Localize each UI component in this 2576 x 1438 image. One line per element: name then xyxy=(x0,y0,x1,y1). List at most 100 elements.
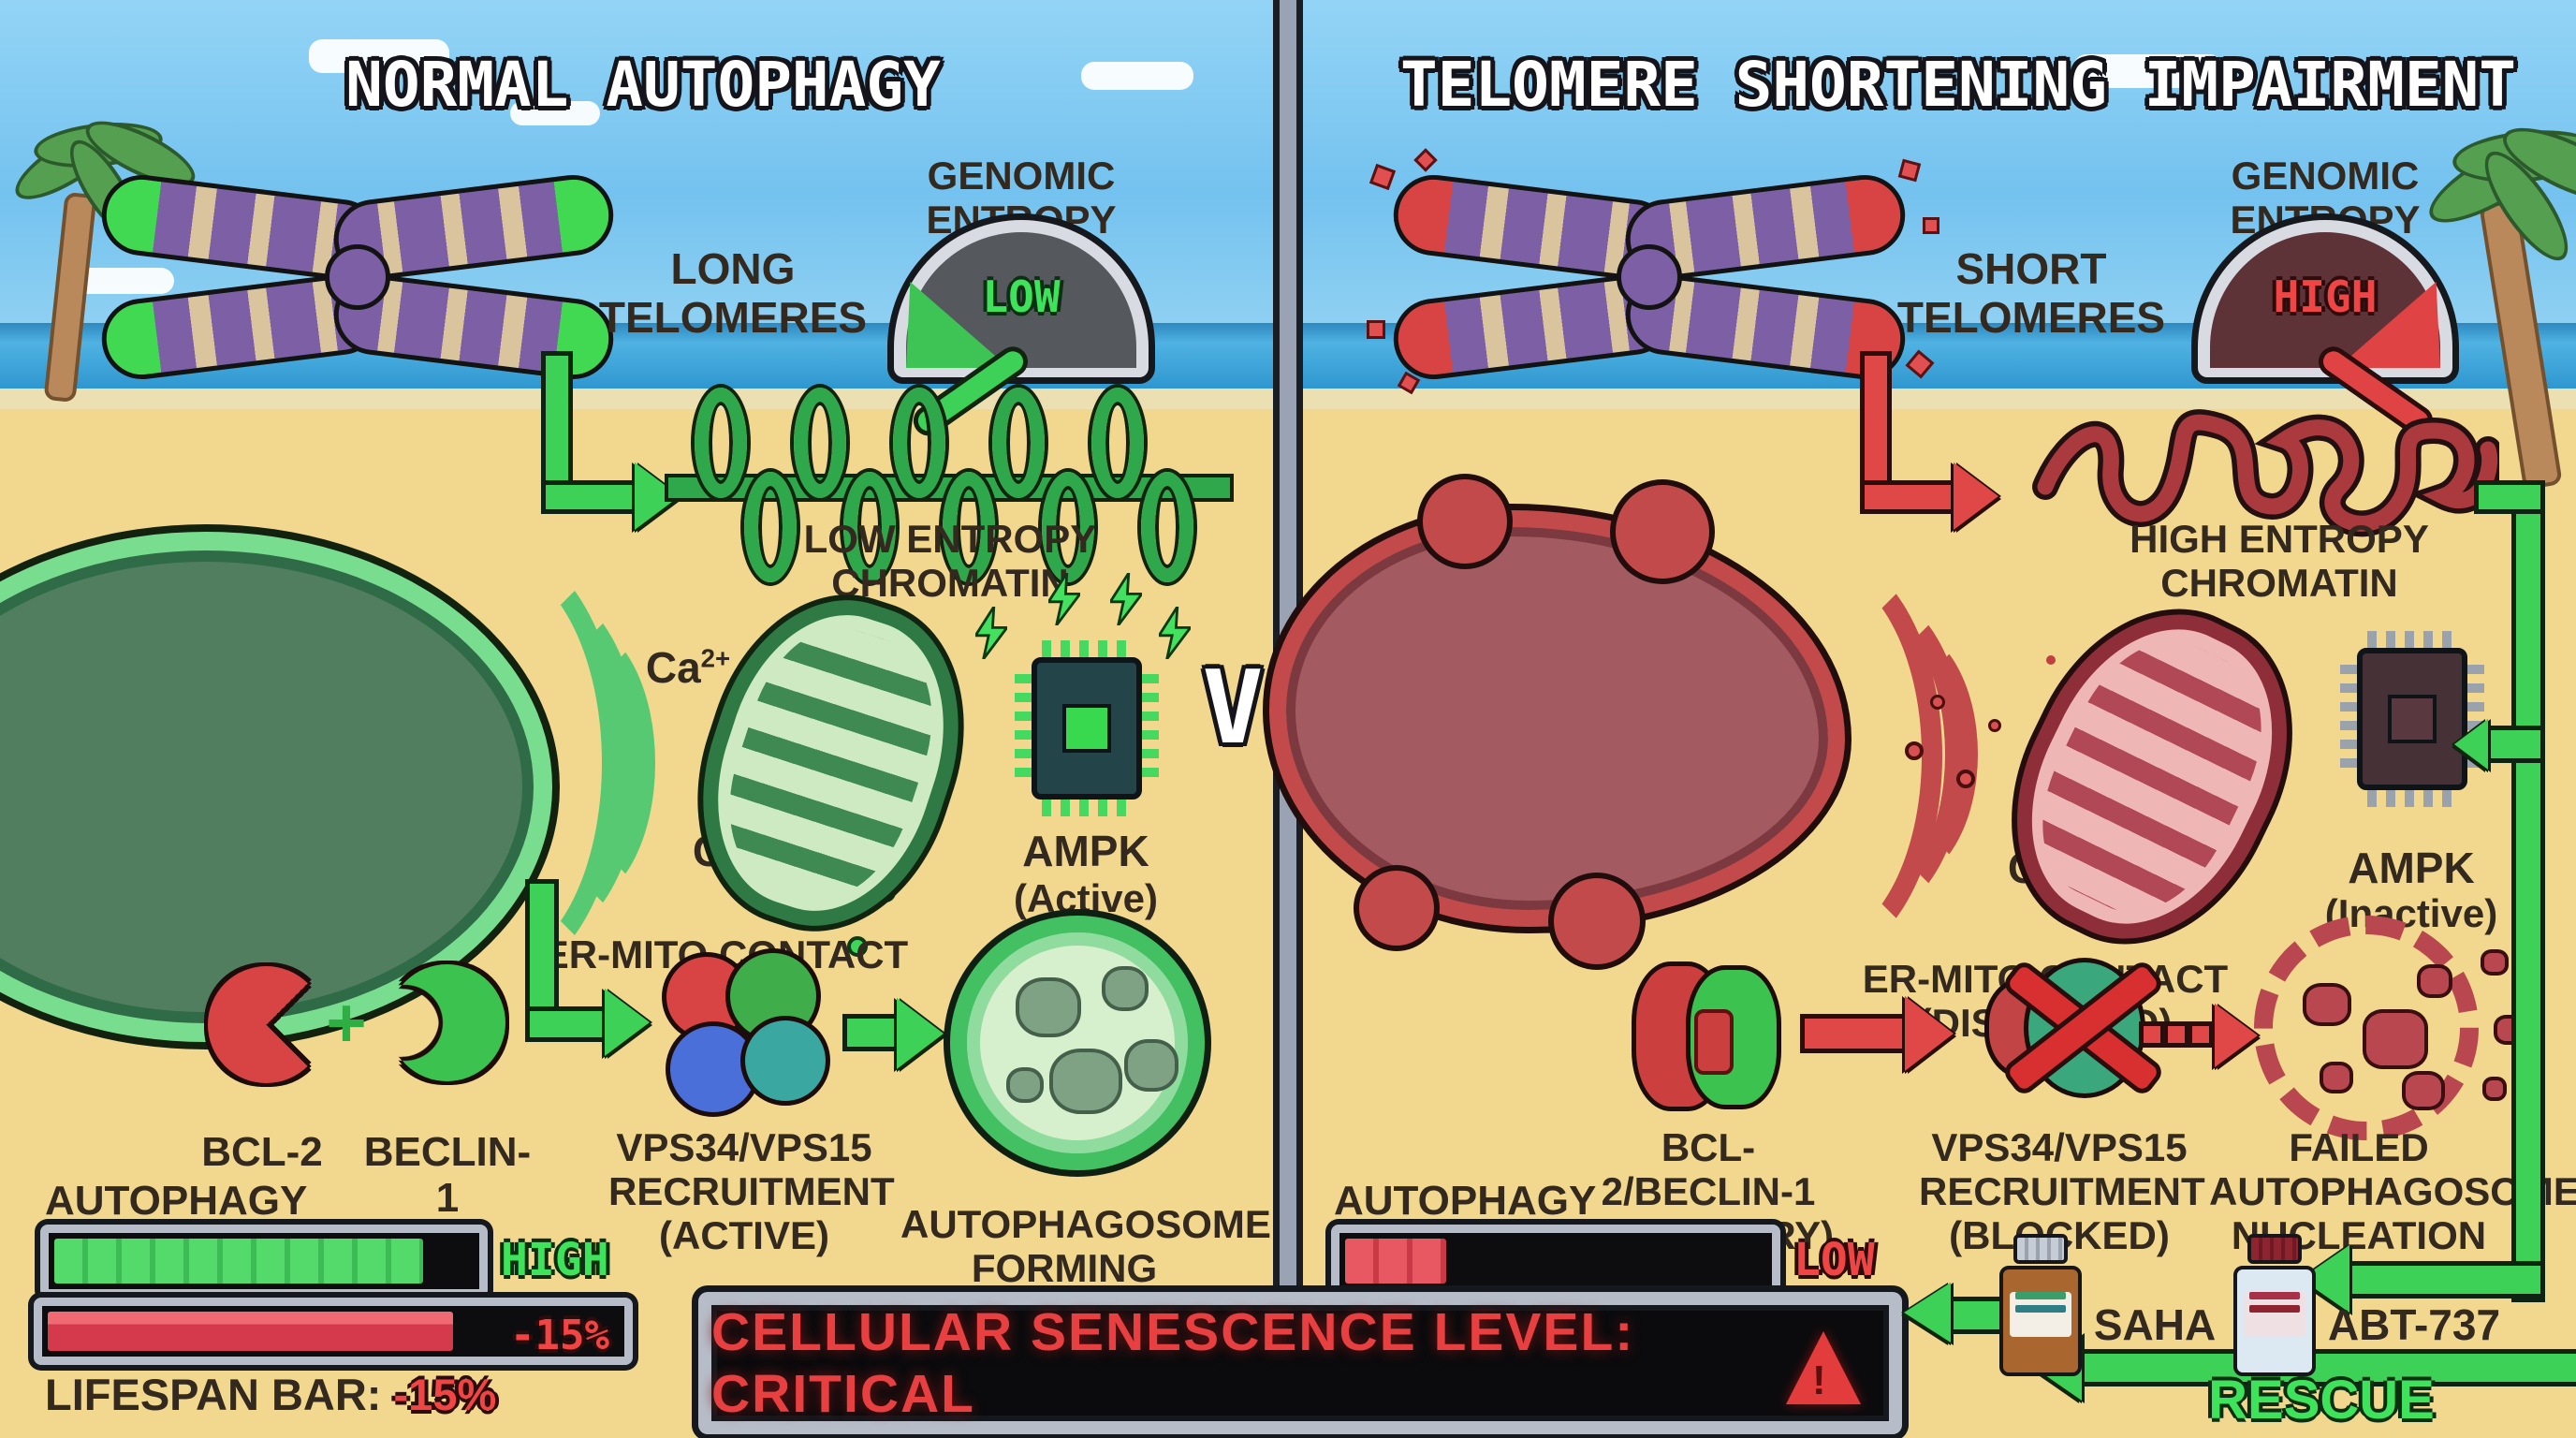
arrow-head-icon xyxy=(897,998,944,1069)
arrow-green-elbow xyxy=(546,485,639,509)
cloud xyxy=(2073,54,2223,88)
arrow-red xyxy=(1805,1019,1910,1049)
dashed-arrow-segment xyxy=(2192,1026,2209,1043)
autophagosome-label: AUTOPHAGOSOME FORMING xyxy=(900,1202,1271,1291)
arrow-head-icon xyxy=(1905,996,1954,1071)
arrow-head-icon xyxy=(605,989,650,1056)
ampk-name-label: AMPK xyxy=(1022,827,1149,875)
warning-exclamation: ! xyxy=(1812,1357,1826,1403)
calcium-ion-red xyxy=(1905,741,1924,760)
calcium-ion xyxy=(847,936,868,957)
mitochondrion-stressed xyxy=(1970,574,2334,979)
rescue-path-line xyxy=(2482,730,2540,758)
plus-sign: + xyxy=(326,984,367,1062)
autophagosome-forming xyxy=(950,916,1205,1170)
fragment xyxy=(2484,953,2505,972)
arrow-green-elbow xyxy=(546,356,568,506)
vps-complex-blocked xyxy=(1989,957,2167,1116)
chip-pins xyxy=(2340,665,2357,773)
autophagy-flux-bar-high xyxy=(40,1225,488,1298)
beclin1-label: BECLIN-1 xyxy=(363,1129,532,1222)
cargo-blob xyxy=(1053,1052,1119,1110)
chromosome-centromere xyxy=(1617,244,1682,310)
bcl2-beclin1-complex xyxy=(1636,964,1786,1109)
chromatin-loop xyxy=(893,388,945,498)
fragment xyxy=(2323,1065,2349,1090)
cargo-blob xyxy=(1010,1071,1040,1099)
arrow-red-elbow xyxy=(1865,356,1887,506)
dashed-arrow-segment xyxy=(2168,1026,2185,1043)
telomere-damage-shard xyxy=(1923,217,1939,234)
arrow-head-icon xyxy=(1904,1283,1951,1343)
lifespan-delta: -15% xyxy=(393,1370,497,1419)
rescue-path-line xyxy=(2479,485,2540,509)
bottle-label xyxy=(2244,1292,2305,1337)
ampk-chip-inactive xyxy=(2340,631,2484,807)
mitochondrion-healthy xyxy=(666,570,995,956)
bottle-cap xyxy=(2247,1234,2302,1264)
calcium-ion-red xyxy=(2046,655,2056,665)
bottle-cap xyxy=(2013,1234,2068,1264)
gauge-value-low: LOW xyxy=(982,271,1061,322)
cargo-blob xyxy=(1105,970,1145,1007)
flux-fill xyxy=(54,1239,424,1284)
arrow-head-icon xyxy=(2215,1004,2258,1067)
chip-pins xyxy=(1042,640,1132,657)
senescence-banner: CELLULAR SENESCENCE LEVEL: CRITICAL ! xyxy=(698,1292,1902,1434)
cell-bleb xyxy=(1423,479,1507,564)
rescue-path-line xyxy=(2348,1266,2540,1294)
chip-core xyxy=(1062,704,1111,753)
lightning-icon xyxy=(1159,607,1191,659)
fragment xyxy=(2366,1013,2424,1065)
gauge-value-high: HIGH xyxy=(2273,271,2378,322)
chromosome-centromere xyxy=(325,244,390,310)
cell-bleb xyxy=(1616,485,1709,579)
arrow-green-elbow xyxy=(530,1011,610,1037)
ampk-state-label: (Active) xyxy=(1013,876,1159,920)
chromatin-loop xyxy=(794,388,846,498)
low-entropy-chromatin-label: LOW ENTROPY CHROMATIN xyxy=(803,517,1097,606)
right-panel-title: TELOMERE SHORTENING IMPAIRMENT xyxy=(1399,49,2517,121)
chromatin-loop xyxy=(992,388,1045,498)
vps-active-label: VPS34/VPS15 RECRUITMENT (ACTIVE) xyxy=(608,1125,895,1258)
ampk-name-label: AMPK xyxy=(2348,844,2475,892)
chip-pins xyxy=(1142,674,1159,783)
short-telomeres-label: SHORT TELOMERES xyxy=(1896,244,2166,342)
beclin1-protein xyxy=(388,964,505,1081)
arrow-head-icon xyxy=(1954,462,1998,530)
rescue-path-line xyxy=(2516,485,2540,1298)
arrow-green-elbow xyxy=(530,884,554,1034)
chip-pins xyxy=(1042,800,1132,816)
chip-pins xyxy=(1015,674,1032,783)
chip-pins xyxy=(2367,631,2457,648)
cloud xyxy=(309,39,449,73)
bcl2-label: BCL-2 xyxy=(201,1129,323,1175)
saha-label: SAHA xyxy=(2093,1300,2217,1349)
calcium-ion-red xyxy=(1988,719,2001,732)
lightning-icon xyxy=(1110,573,1142,625)
vps-complex-active xyxy=(666,953,835,1112)
warning-triangle-shape xyxy=(1786,1331,1861,1404)
bcl2-protein xyxy=(208,966,325,1083)
ampk-chip-active xyxy=(1015,640,1159,816)
calcium-label: Ca2+ xyxy=(645,643,731,692)
chromosome-short-telomeres xyxy=(1367,148,1939,395)
bottle-label xyxy=(2010,1292,2071,1337)
left-panel-title: NORMAL AUTOPHAGY xyxy=(345,49,941,121)
cloud xyxy=(510,101,600,125)
lightning-icon xyxy=(975,607,1007,659)
abt737-label: ABT-737 xyxy=(2327,1300,2501,1349)
lifespan-label: LIFESPAN BAR: -15% xyxy=(45,1369,496,1420)
chip-core xyxy=(2388,695,2437,743)
flux-value-low: LOW xyxy=(1793,1234,1875,1286)
autophagy-flux-bar-low xyxy=(1331,1225,1780,1298)
chromatin-loop xyxy=(695,388,747,498)
warning-triangle-icon: ! xyxy=(1786,1331,1861,1404)
flux-fill xyxy=(1345,1239,1446,1284)
lifespan-bar: -15% xyxy=(34,1298,633,1365)
senescence-banner-text: CELLULAR SENESCENCE LEVEL: CRITICAL xyxy=(711,1302,1635,1424)
calcium-ion-red xyxy=(1956,770,1975,788)
rescue-label: RESCUE xyxy=(2208,1370,2435,1431)
fragment xyxy=(2306,987,2348,1022)
cell-bleb xyxy=(1359,871,1434,946)
